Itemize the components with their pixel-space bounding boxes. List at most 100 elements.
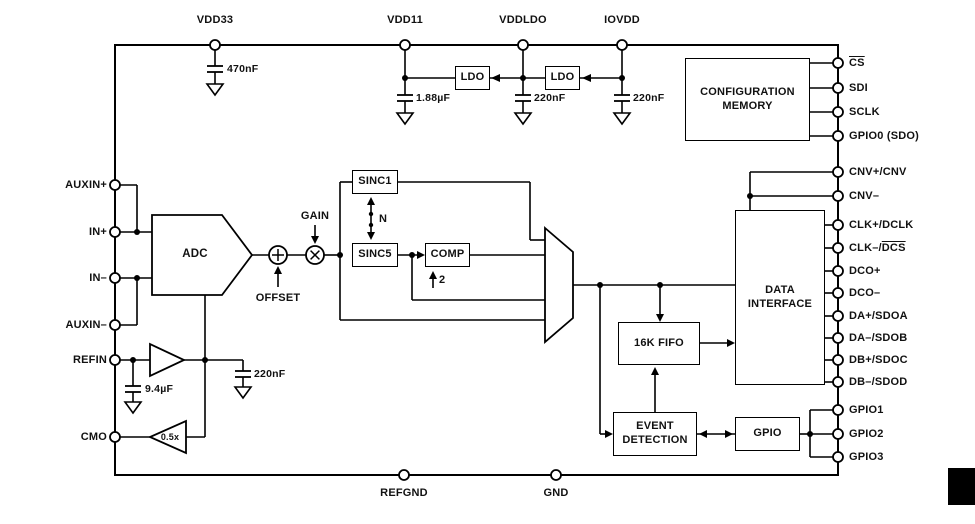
pin-terminals [109, 39, 844, 481]
arrow-into-fifo-top [656, 314, 664, 322]
capacitor-refin [125, 385, 141, 393]
pin-gpio1 [832, 404, 844, 416]
pin-gpio0 [832, 130, 844, 142]
pin-label-auxin-minus: AUXIN– [65, 319, 107, 331]
cap-value-1_88uf: 1.88µF [416, 92, 451, 104]
operator-glyphs [272, 249, 320, 261]
mux-shape [544, 226, 574, 344]
pin-label-in-plus: IN+ [88, 226, 107, 238]
pin-label-vdd11: VDD11 [387, 14, 423, 26]
page-edge-marker [948, 468, 975, 505]
block-ldo2: LDO [545, 66, 580, 90]
pin-iovdd [616, 39, 628, 51]
cmo-gain-label: 0.5x [160, 432, 180, 442]
chip-boundary [114, 44, 839, 476]
pin-label-gpio3: GPIO3 [849, 451, 884, 463]
ground-icon [395, 112, 415, 126]
pin-label-refgnd: REFGND [380, 487, 428, 499]
pin-label-db-plus-sdoc: DB+/SDOC [849, 354, 908, 366]
pin-label-in-minus: IN– [89, 272, 107, 284]
pin-dco-plus [832, 265, 844, 277]
pin-label-sdi: SDI [849, 82, 868, 94]
capacitor-vdd11 [397, 94, 413, 102]
pin-cnv-minus [832, 190, 844, 202]
arrow-event-to-fifo [651, 367, 659, 375]
ground-icon [123, 401, 143, 415]
pin-label-refin: REFIN [73, 354, 107, 366]
capacitor-vdd33 [207, 65, 223, 73]
pin-da-minus [832, 332, 844, 344]
pin-da-plus [832, 310, 844, 322]
decimation-n-label: N [379, 213, 388, 225]
pin-in-plus [109, 226, 121, 238]
refin-buffer-triangle [149, 342, 187, 378]
ground-icon [205, 83, 225, 97]
pin-vdd33 [209, 39, 221, 51]
pin-db-minus [832, 376, 844, 388]
pin-label-gpio1: GPIO1 [849, 404, 884, 416]
pin-label-da-minus-sdob: DA–/SDOB [849, 332, 908, 344]
block-comp: COMP [425, 243, 470, 267]
pin-gpio2 [832, 428, 844, 440]
pin-cmo [109, 431, 121, 443]
pin-label-clk-minus-dcs: CLK–/DCS [849, 242, 906, 254]
pin-label-gpio2: GPIO2 [849, 428, 884, 440]
ground-icon [612, 112, 632, 126]
arrow-into-ldo1 [491, 74, 500, 82]
pin-label-vdd33: VDD33 [196, 14, 234, 26]
capacitor-ref [235, 370, 251, 378]
arrow-into-comp [417, 251, 425, 259]
pin-label-iovdd: IOVDD [604, 14, 640, 26]
arrow-gpio-to-event [699, 430, 707, 438]
pin-dco-minus [832, 287, 844, 299]
interpolate-by-2-label: 2 [439, 274, 446, 286]
block-ldo1: LDO [455, 66, 490, 90]
arrow-offset [274, 266, 282, 274]
pin-label-gpio0-sdo: GPIO0 (SDO) [849, 130, 920, 142]
cap-value-220nf-ref: 220nF [254, 368, 286, 380]
cap-value-220nf-vddldo: 220nF [534, 92, 566, 104]
pin-clk-minus [832, 242, 844, 254]
pin-label-cnv-minus: CNV– [849, 190, 880, 202]
pin-cnv-plus [832, 166, 844, 178]
arrow-into-ldo2 [582, 74, 591, 82]
pin-db-plus [832, 354, 844, 366]
pin-in-minus [109, 272, 121, 284]
pin-label-clk-plus-dclk: CLK+/DCLK [849, 219, 914, 231]
pin-sdi [832, 82, 844, 94]
pin-label-gnd: GND [543, 487, 569, 499]
block-sinc1: SINC1 [352, 170, 398, 194]
arrow-fifo-to-data-interface [727, 339, 735, 347]
cmo-buffer-triangle [147, 419, 187, 455]
pin-refgnd [398, 469, 410, 481]
gain-label: GAIN [300, 210, 330, 222]
capacitor-symbols [125, 65, 630, 393]
pin-label-sclk: SCLK [849, 106, 880, 118]
pin-label-dco-plus: DCO+ [849, 265, 881, 277]
pin-label-cmo: CMO [80, 431, 107, 443]
adc-shape [151, 214, 254, 296]
pin-label-da-plus-sdoa: DA+/SDOA [849, 310, 908, 322]
offset-label: OFFSET [255, 292, 301, 304]
arrow-into-event-detection [605, 430, 613, 438]
pin-refin [109, 354, 121, 366]
block-16k-fifo: 16K FIFO [618, 322, 700, 365]
ground-symbols [123, 83, 632, 415]
arrow-event-to-gpio [725, 430, 733, 438]
pin-label-cs: CS [849, 57, 865, 69]
pin-vdd11 [399, 39, 411, 51]
pin-vddldo [517, 39, 529, 51]
pin-clk-plus [832, 219, 844, 231]
arrow-decimation-down [367, 232, 375, 240]
arrow-decimation-up [367, 197, 375, 205]
ground-icon [233, 386, 253, 400]
pin-label-auxin-plus: AUXIN+ [65, 179, 107, 191]
adc-label: ADC [182, 248, 208, 260]
block-gpio: GPIO [735, 417, 800, 451]
pin-auxin-minus [109, 319, 121, 331]
capacitor-iovdd [614, 94, 630, 102]
arrow-interpolate [429, 271, 437, 279]
block-sinc5: SINC5 [352, 243, 398, 267]
pin-sclk [832, 106, 844, 118]
